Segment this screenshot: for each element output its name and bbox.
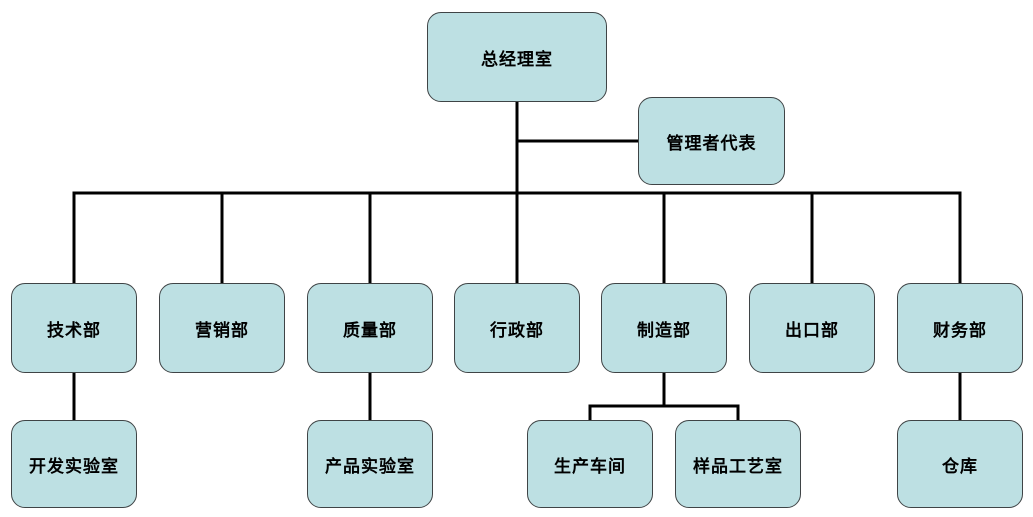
node-dept-administration: 行政部 bbox=[454, 283, 580, 373]
node-dept-quality: 质量部 bbox=[307, 283, 433, 373]
node-dept-marketing: 营销部 bbox=[159, 283, 285, 373]
node-general-manager-office: 总经理室 bbox=[427, 12, 607, 102]
node-dept-manufacturing: 制造部 bbox=[601, 283, 727, 373]
node-production-workshop: 生产车间 bbox=[527, 420, 653, 508]
node-sample-process-room: 样品工艺室 bbox=[675, 420, 801, 508]
node-product-lab: 产品实验室 bbox=[307, 420, 433, 508]
node-dept-finance: 财务部 bbox=[897, 283, 1023, 373]
node-dept-export: 出口部 bbox=[749, 283, 875, 373]
node-management-representative: 管理者代表 bbox=[638, 97, 785, 185]
node-warehouse: 仓库 bbox=[897, 420, 1023, 508]
node-development-lab: 开发实验室 bbox=[11, 420, 137, 508]
node-dept-technology: 技术部 bbox=[11, 283, 137, 373]
